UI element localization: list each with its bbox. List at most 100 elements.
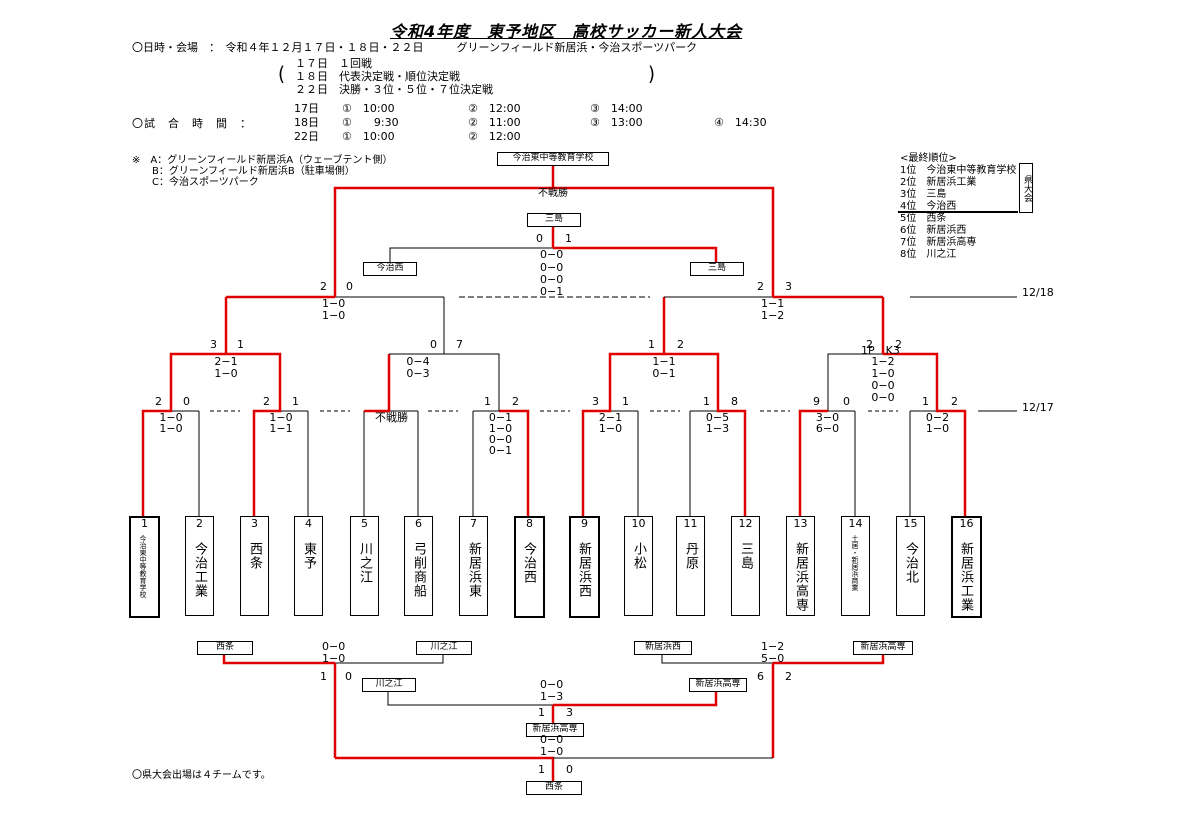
time-cell: 18日 xyxy=(294,116,319,129)
ranking-item: 3位 三島 xyxy=(900,189,947,200)
r0-score-right: 2 xyxy=(512,395,519,408)
team-number: 10 xyxy=(631,517,646,530)
fifth-score-1: 0−0 xyxy=(540,733,564,746)
ranking-item: 1位 今治東中等教育学校 xyxy=(900,165,1017,176)
team-name: 新居浜東 xyxy=(466,542,481,598)
team-name: 弓削商船 xyxy=(411,542,426,598)
cons-mid-score-2: 1−3 xyxy=(540,690,564,703)
r0-score-left: 1 xyxy=(703,395,710,408)
third-place-box: 三島 xyxy=(527,213,581,227)
r0-score-right: 8 xyxy=(731,395,738,408)
team-name: 今治工業 xyxy=(192,542,207,598)
cons-mid-right-box: 新居浜高専 xyxy=(689,678,747,692)
note-b: B：グリーンフィールド新居浜B（駐車場側） xyxy=(132,166,355,177)
r0-set: 1−0 xyxy=(925,422,950,435)
team-name: 新居浜工業 xyxy=(958,542,973,612)
win-path xyxy=(335,756,555,781)
time-cell: ③ 13:00 xyxy=(590,116,643,129)
r1-set: 0−1 xyxy=(652,367,676,380)
team-box xyxy=(350,516,379,616)
r1-score-left: 2 xyxy=(866,338,873,351)
r0-set: 0−5 xyxy=(705,411,730,424)
time-cell: ② 12:00 xyxy=(468,130,521,143)
team-name: 新居浜西 xyxy=(576,542,591,598)
team-box xyxy=(404,516,433,616)
time-cell: ① 10:00 xyxy=(342,130,395,143)
team-number: 7 xyxy=(470,517,477,530)
team-box xyxy=(569,516,600,618)
time-cell: 22日 xyxy=(294,130,319,143)
time-cell: ② 11:00 xyxy=(468,116,521,129)
r0-set: 1−0 xyxy=(269,411,293,424)
pk-1: 0−0 xyxy=(540,248,564,261)
r1-set: 1−2 xyxy=(871,355,895,368)
team-number: 6 xyxy=(415,517,422,530)
team-name: 西条 xyxy=(247,542,262,570)
day-3: ２２日 決勝・３位・５位・７位決定戦 xyxy=(295,83,493,96)
cons-r-score-2: 5−0 xyxy=(761,652,785,665)
r1-score-left: 0 xyxy=(430,338,437,351)
semi-left-box: 今治西 xyxy=(363,262,417,276)
team-name: 今治西 xyxy=(521,542,536,584)
time-label: 〇試 合 時 間 ： xyxy=(132,117,252,130)
r0-score-left: 1 xyxy=(484,395,491,408)
r1-pk: 1P K3 xyxy=(861,344,900,357)
team-name: 丹原 xyxy=(683,542,698,570)
team-number: 4 xyxy=(305,517,312,530)
win-path xyxy=(364,354,391,413)
r0-set: 1−0 xyxy=(488,422,513,435)
time-cell: ② 12:00 xyxy=(468,102,521,115)
team-box xyxy=(731,516,760,616)
team-box xyxy=(294,516,323,616)
r1-set: 1−0 xyxy=(214,367,238,380)
date-1217: 12/17 xyxy=(1022,401,1054,414)
r0-set: 0−1 xyxy=(488,444,513,457)
r2-left-score-left: 2 xyxy=(320,280,327,293)
cons-l-score-1: 0−0 xyxy=(322,640,346,653)
final-walkover: 不戦勝 xyxy=(538,188,568,199)
win-path xyxy=(141,352,226,516)
r2-right-set: 1−2 xyxy=(761,309,785,322)
win-path xyxy=(798,409,828,516)
pk-3: 0−0 xyxy=(540,273,564,286)
r1-set: 0−4 xyxy=(406,355,430,368)
ranking-item: 7位 新居浜高専 xyxy=(900,237,977,248)
semi-right-box: 三島 xyxy=(690,262,744,276)
r0-score-right: 0 xyxy=(183,395,190,408)
fifth-res-2: 0 xyxy=(566,763,573,776)
team-box xyxy=(951,516,982,618)
team-number: 11 xyxy=(683,517,698,530)
r1-line xyxy=(444,353,500,411)
r0-set: 1−0 xyxy=(159,422,183,435)
r1-score-right: 2 xyxy=(677,338,684,351)
day-2: １８日 代表決定戦・順位決定戦 xyxy=(295,70,460,83)
win-path xyxy=(581,352,664,516)
r0-score-left: 1 xyxy=(922,395,929,408)
team-number: 9 xyxy=(581,517,588,530)
team-number: 12 xyxy=(738,517,753,530)
r1-set: 0−0 xyxy=(871,391,895,404)
third-score-left: 0 xyxy=(536,232,543,245)
team-box xyxy=(129,516,160,618)
win-path xyxy=(553,691,718,707)
team-number: 13 xyxy=(793,517,808,530)
cons-niihamawest-box: 新居浜西 xyxy=(634,641,692,655)
cons-mid-res-1: 1 xyxy=(538,706,545,719)
cons-r-res-2: 2 xyxy=(785,670,792,683)
r0-set: 0−0 xyxy=(488,433,513,446)
r0-set: 1−3 xyxy=(705,422,730,435)
team-box xyxy=(240,516,269,616)
cons-kawanoe-box: 川之江 xyxy=(416,641,472,655)
cons-l-res-1: 1 xyxy=(320,670,327,683)
team-number: 14 xyxy=(848,517,863,530)
win-path xyxy=(499,409,530,516)
fifth-score-2: 1−0 xyxy=(540,745,564,758)
footer-note: 〇県大会出場は４チームです。 xyxy=(132,770,271,781)
team-name: 土居・新居浜商業 xyxy=(851,535,859,591)
ranking-item: 6位 新居浜西 xyxy=(900,225,967,236)
cons-r-res-1: 6 xyxy=(757,670,764,683)
r1-score-left: 1 xyxy=(648,338,655,351)
champion-box: 今治東中等教育学校 xyxy=(497,152,609,166)
team-name: 小松 xyxy=(631,542,646,570)
